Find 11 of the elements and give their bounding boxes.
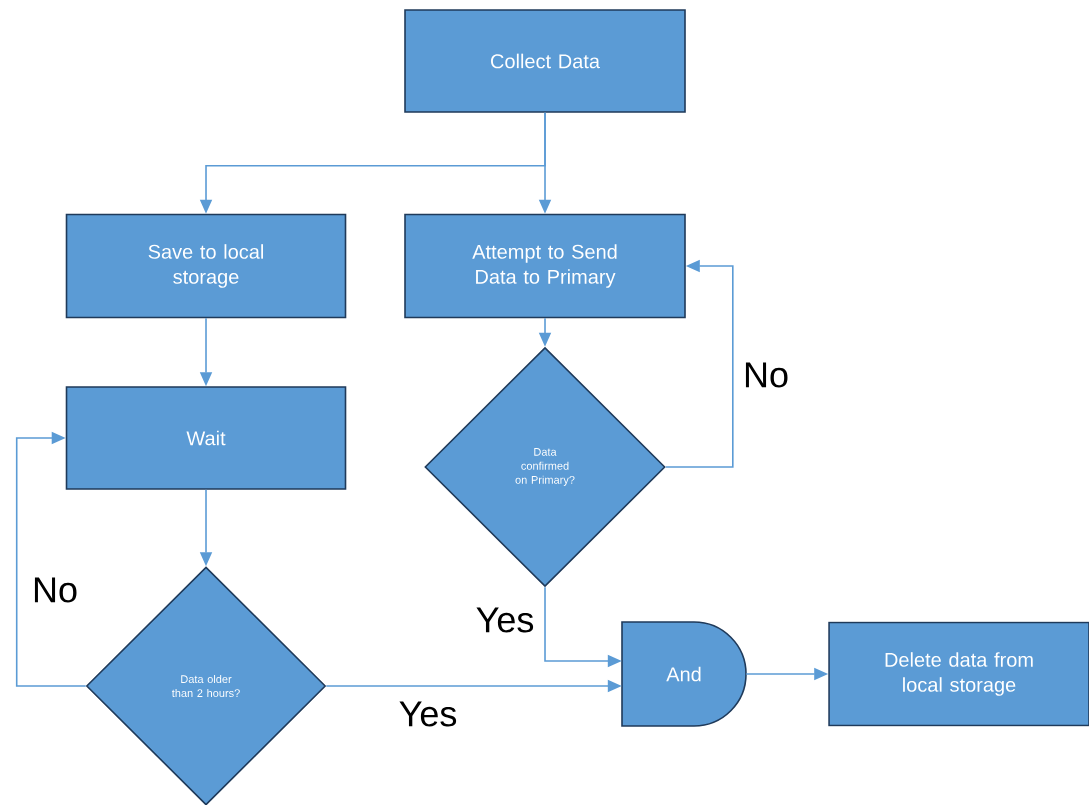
- process-box: Wait: [65, 386, 347, 490]
- edge-label: No: [31, 576, 79, 604]
- process-box: Save to local storage: [65, 213, 347, 319]
- process-box: Delete data from local storage: [828, 621, 1089, 727]
- edge-label: Yes: [397, 700, 459, 728]
- process-box: Attempt to Send Data to Primary: [404, 213, 686, 319]
- edge-label: No: [742, 361, 790, 389]
- process-box: Collect Data: [404, 9, 686, 113]
- and-gate: And: [621, 621, 747, 727]
- arrow: [15, 431, 87, 687]
- edge-label: Yes: [474, 606, 536, 634]
